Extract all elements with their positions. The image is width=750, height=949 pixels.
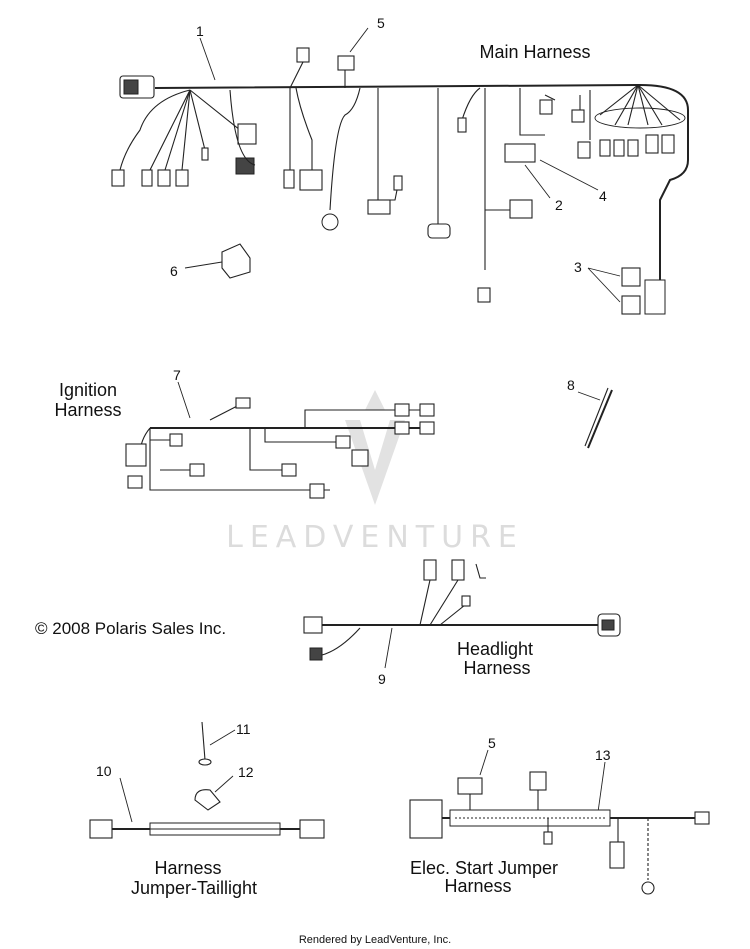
headlight-left-connector (303, 616, 323, 634)
callout-10: 10 (96, 763, 112, 779)
watermark-text: LEADVENTURE (226, 520, 524, 555)
main-harness (111, 47, 689, 315)
callout-8: 8 (567, 377, 575, 393)
callout-1: 1 (196, 23, 204, 39)
callout-13: 13 (595, 747, 611, 763)
copyright-text: © 2008 Polaris Sales Inc. (35, 619, 226, 638)
ignition-harness-title-line2: Harness (54, 400, 121, 420)
branch-connector (237, 123, 257, 145)
callout-6: 6 (170, 263, 178, 279)
branch-connector (111, 169, 125, 187)
relay-connector (504, 143, 536, 163)
callout-3: 3 (574, 259, 582, 275)
headlight-harness (303, 559, 621, 661)
elec-start-jumper-harness (409, 771, 710, 895)
ignition-harness-title-line1: Ignition (59, 380, 117, 400)
main-harness-end-connector (644, 279, 666, 315)
callout-4: 4 (599, 188, 607, 204)
elec-start-main-connector (409, 799, 443, 839)
sensor-connector (321, 213, 339, 231)
ignition-main-connector (125, 443, 147, 467)
callout-5: 5 (377, 15, 385, 31)
taillight-right-connector (299, 819, 325, 839)
main-harness-title: Main Harness (479, 42, 590, 62)
watermark: LEADVENTURE (226, 390, 524, 555)
callout-12: 12 (238, 764, 254, 780)
callout-5-elec-start: 5 (488, 735, 496, 751)
callout-9: 9 (378, 671, 386, 687)
oval-connector (427, 223, 451, 239)
part-6-connector (221, 243, 251, 279)
ignition-harness (125, 387, 613, 499)
taillight-left-connector (89, 819, 113, 839)
headlight-harness-title-line1: Headlight (457, 639, 533, 659)
callout-7: 7 (173, 367, 181, 383)
jumper-taillight-title-line2: Jumper-Taillight (131, 878, 257, 898)
elec-start-title-line2: Harness (444, 876, 511, 896)
jumper-taillight-harness (89, 721, 325, 839)
footer-text: Rendered by LeadVenture, Inc. (299, 934, 451, 946)
callout-11: 11 (236, 721, 251, 737)
watermark-logo-icon (345, 390, 405, 505)
leader-lines (119, 27, 621, 823)
elec-start-title-line1: Elec. Start Jumper (410, 858, 558, 878)
headlight-harness-title-line2: Harness (463, 658, 530, 678)
clip (194, 789, 221, 811)
jumper-taillight-title-line1: Harness (154, 858, 221, 878)
callout-2: 2 (555, 197, 563, 213)
